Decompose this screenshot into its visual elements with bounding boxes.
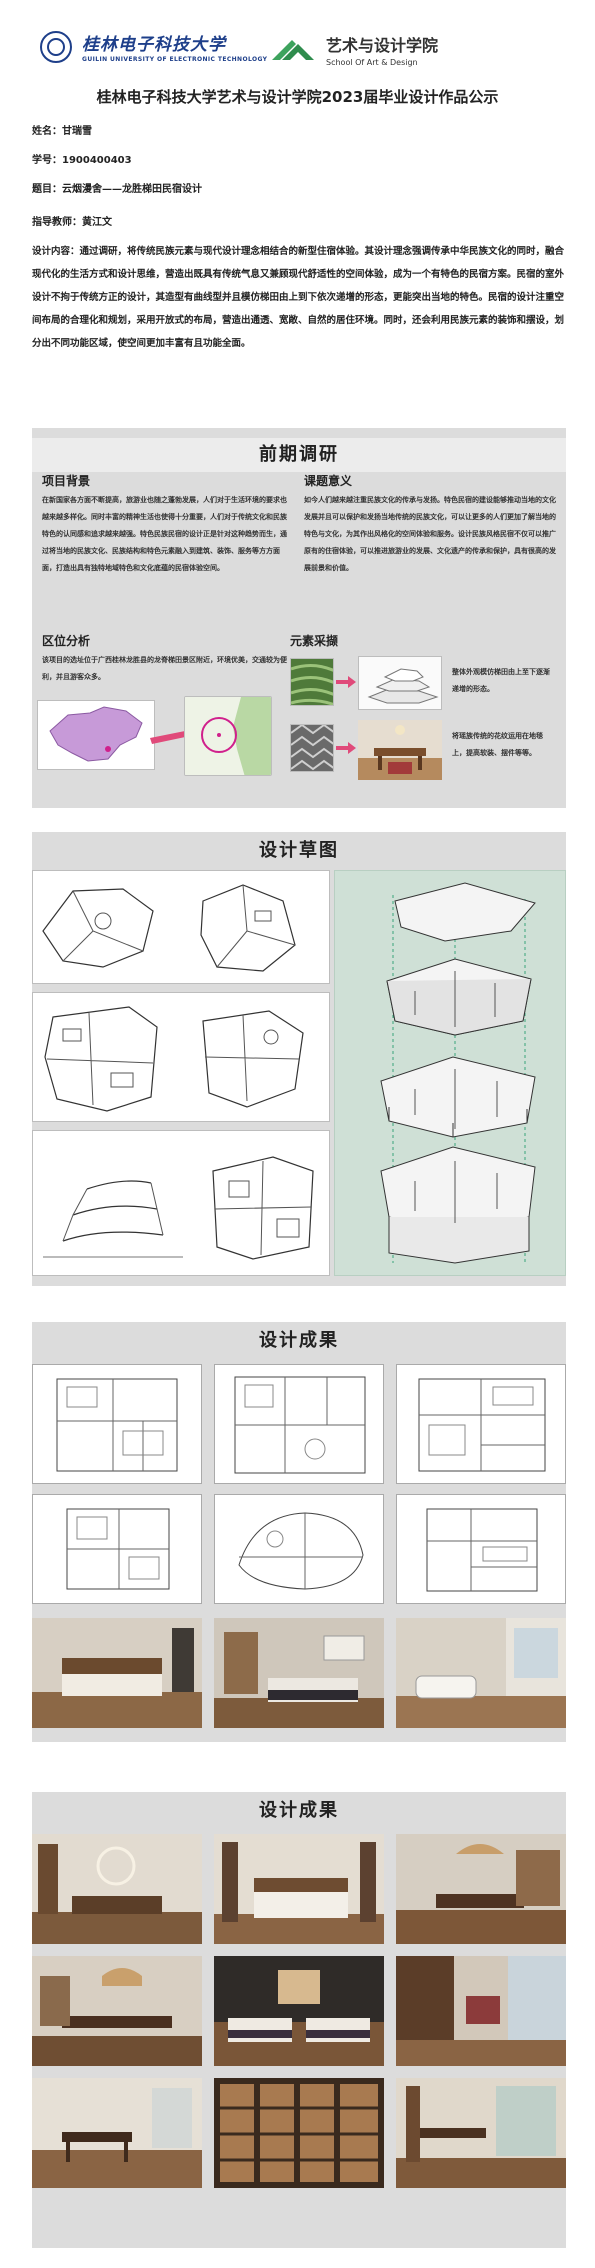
pattern-photo: [290, 724, 334, 772]
arrow-right-icon: [336, 742, 356, 754]
location-heading: 区位分析: [42, 634, 91, 648]
university-logo: 桂林电子科技大学 GUILIN UNIVERSITY OF ELECTRONIC…: [40, 30, 267, 63]
university-name-cn: 桂林电子科技大学: [82, 35, 226, 55]
terrace-photo: [290, 658, 334, 706]
dining-room-photo: [358, 720, 442, 780]
sketch-panel: 设计草图: [32, 832, 566, 1286]
floor-plan-1: [32, 1364, 202, 1484]
element-heading: 元素采撷: [290, 634, 339, 648]
student-name: 姓名：甘瑞雪: [32, 126, 92, 137]
floor-plan-6: [396, 1494, 566, 1604]
meaning-text: 如今人们越来越注重民族文化的传承与发扬。特色民宿的建设能够推动当地的文化发展并且…: [304, 496, 556, 572]
school-name-cn: 艺术与设计学院: [326, 36, 439, 55]
bedroom-render-1: [32, 1618, 202, 1728]
twin-room-render: [214, 1956, 384, 2066]
advisor: 指导教师：黄江文: [32, 217, 112, 228]
design-description: 设计内容：通过调研，将传统民族元素与现代设计理念相结合的新型住宿体验。其设计理念…: [32, 246, 565, 349]
facade-sketch: [32, 1130, 330, 1276]
meaning-heading: 课题意义: [304, 474, 353, 488]
china-map-image: [37, 700, 155, 770]
arrow-right-icon: [336, 676, 356, 688]
balcony-render: [396, 2078, 566, 2188]
bathroom-render: [396, 1618, 566, 1728]
header: 桂林电子科技大学 GUILIN UNIVERSITY OF ELECTRONIC…: [0, 0, 595, 80]
research-panel: 前期调研 项目背景 在新国家各方面不断提高，旅游业也随之蓬勃发展，人们对于生活环…: [32, 428, 566, 808]
floor-plan-3: [396, 1364, 566, 1484]
bookshelf-render: [214, 2078, 384, 2188]
university-seal-icon: [40, 30, 72, 63]
school-name-en: School Of Art & Design: [326, 58, 418, 67]
floor-plan-4: [32, 1494, 202, 1604]
bedroom-render-2: [214, 1618, 384, 1728]
region-map-image: [184, 696, 272, 776]
background-text: 在新国家各方面不断提高，旅游业也随之蓬勃发展，人们对于生活环境的要求也越来越多样…: [42, 496, 287, 572]
result-panel-2: 设计成果: [32, 1792, 566, 2248]
dining-render: [32, 1956, 202, 2066]
result-title-2: 设计成果: [259, 1800, 339, 1821]
student-id: 学号：1900400403: [32, 155, 132, 166]
project-topic: 题目：云烟漫舍——龙胜梯田民宿设计: [32, 184, 202, 195]
element-text-2: 将瑶族传统的花纹运用在地毯上，提高软装、摆件等等。: [452, 732, 543, 757]
school-mark-icon: [272, 39, 314, 60]
page-title: 桂林电子科技大学艺术与设计学院2023届毕业设计作品公示: [96, 88, 499, 106]
living-room-render: [32, 1834, 202, 1944]
lounge-render: [32, 2078, 202, 2188]
result-panel-1: 设计成果: [32, 1322, 566, 1742]
university-name-en: GUILIN UNIVERSITY OF ELECTRONIC TECHNOLO…: [82, 56, 268, 63]
result-title-1: 设计成果: [259, 1330, 339, 1351]
building-sketch-image: [358, 656, 442, 710]
exploded-axonometric: [334, 870, 566, 1276]
element-text-1: 整体外观模仿梯田由上至下逐渐递增的形态。: [452, 668, 550, 693]
floor-plan-sketch-2: [32, 992, 330, 1122]
research-title: 前期调研: [32, 438, 566, 472]
floor-plan-5: [214, 1494, 384, 1604]
sketch-title: 设计草图: [259, 840, 339, 861]
corridor-render: [396, 1956, 566, 2066]
bedroom-render-3: [214, 1834, 384, 1944]
background-heading: 项目背景: [42, 474, 91, 488]
floor-plan-2: [214, 1364, 384, 1484]
location-text: 该项目的选址位于广西桂林龙胜县的龙脊梯田景区附近，环境优美，交通较为便利，并且游…: [42, 656, 287, 681]
school-logo: 艺术与设计学院 School Of Art & Design: [268, 32, 438, 67]
floor-plan-sketch: [32, 870, 330, 984]
tea-room-render: [396, 1834, 566, 1944]
